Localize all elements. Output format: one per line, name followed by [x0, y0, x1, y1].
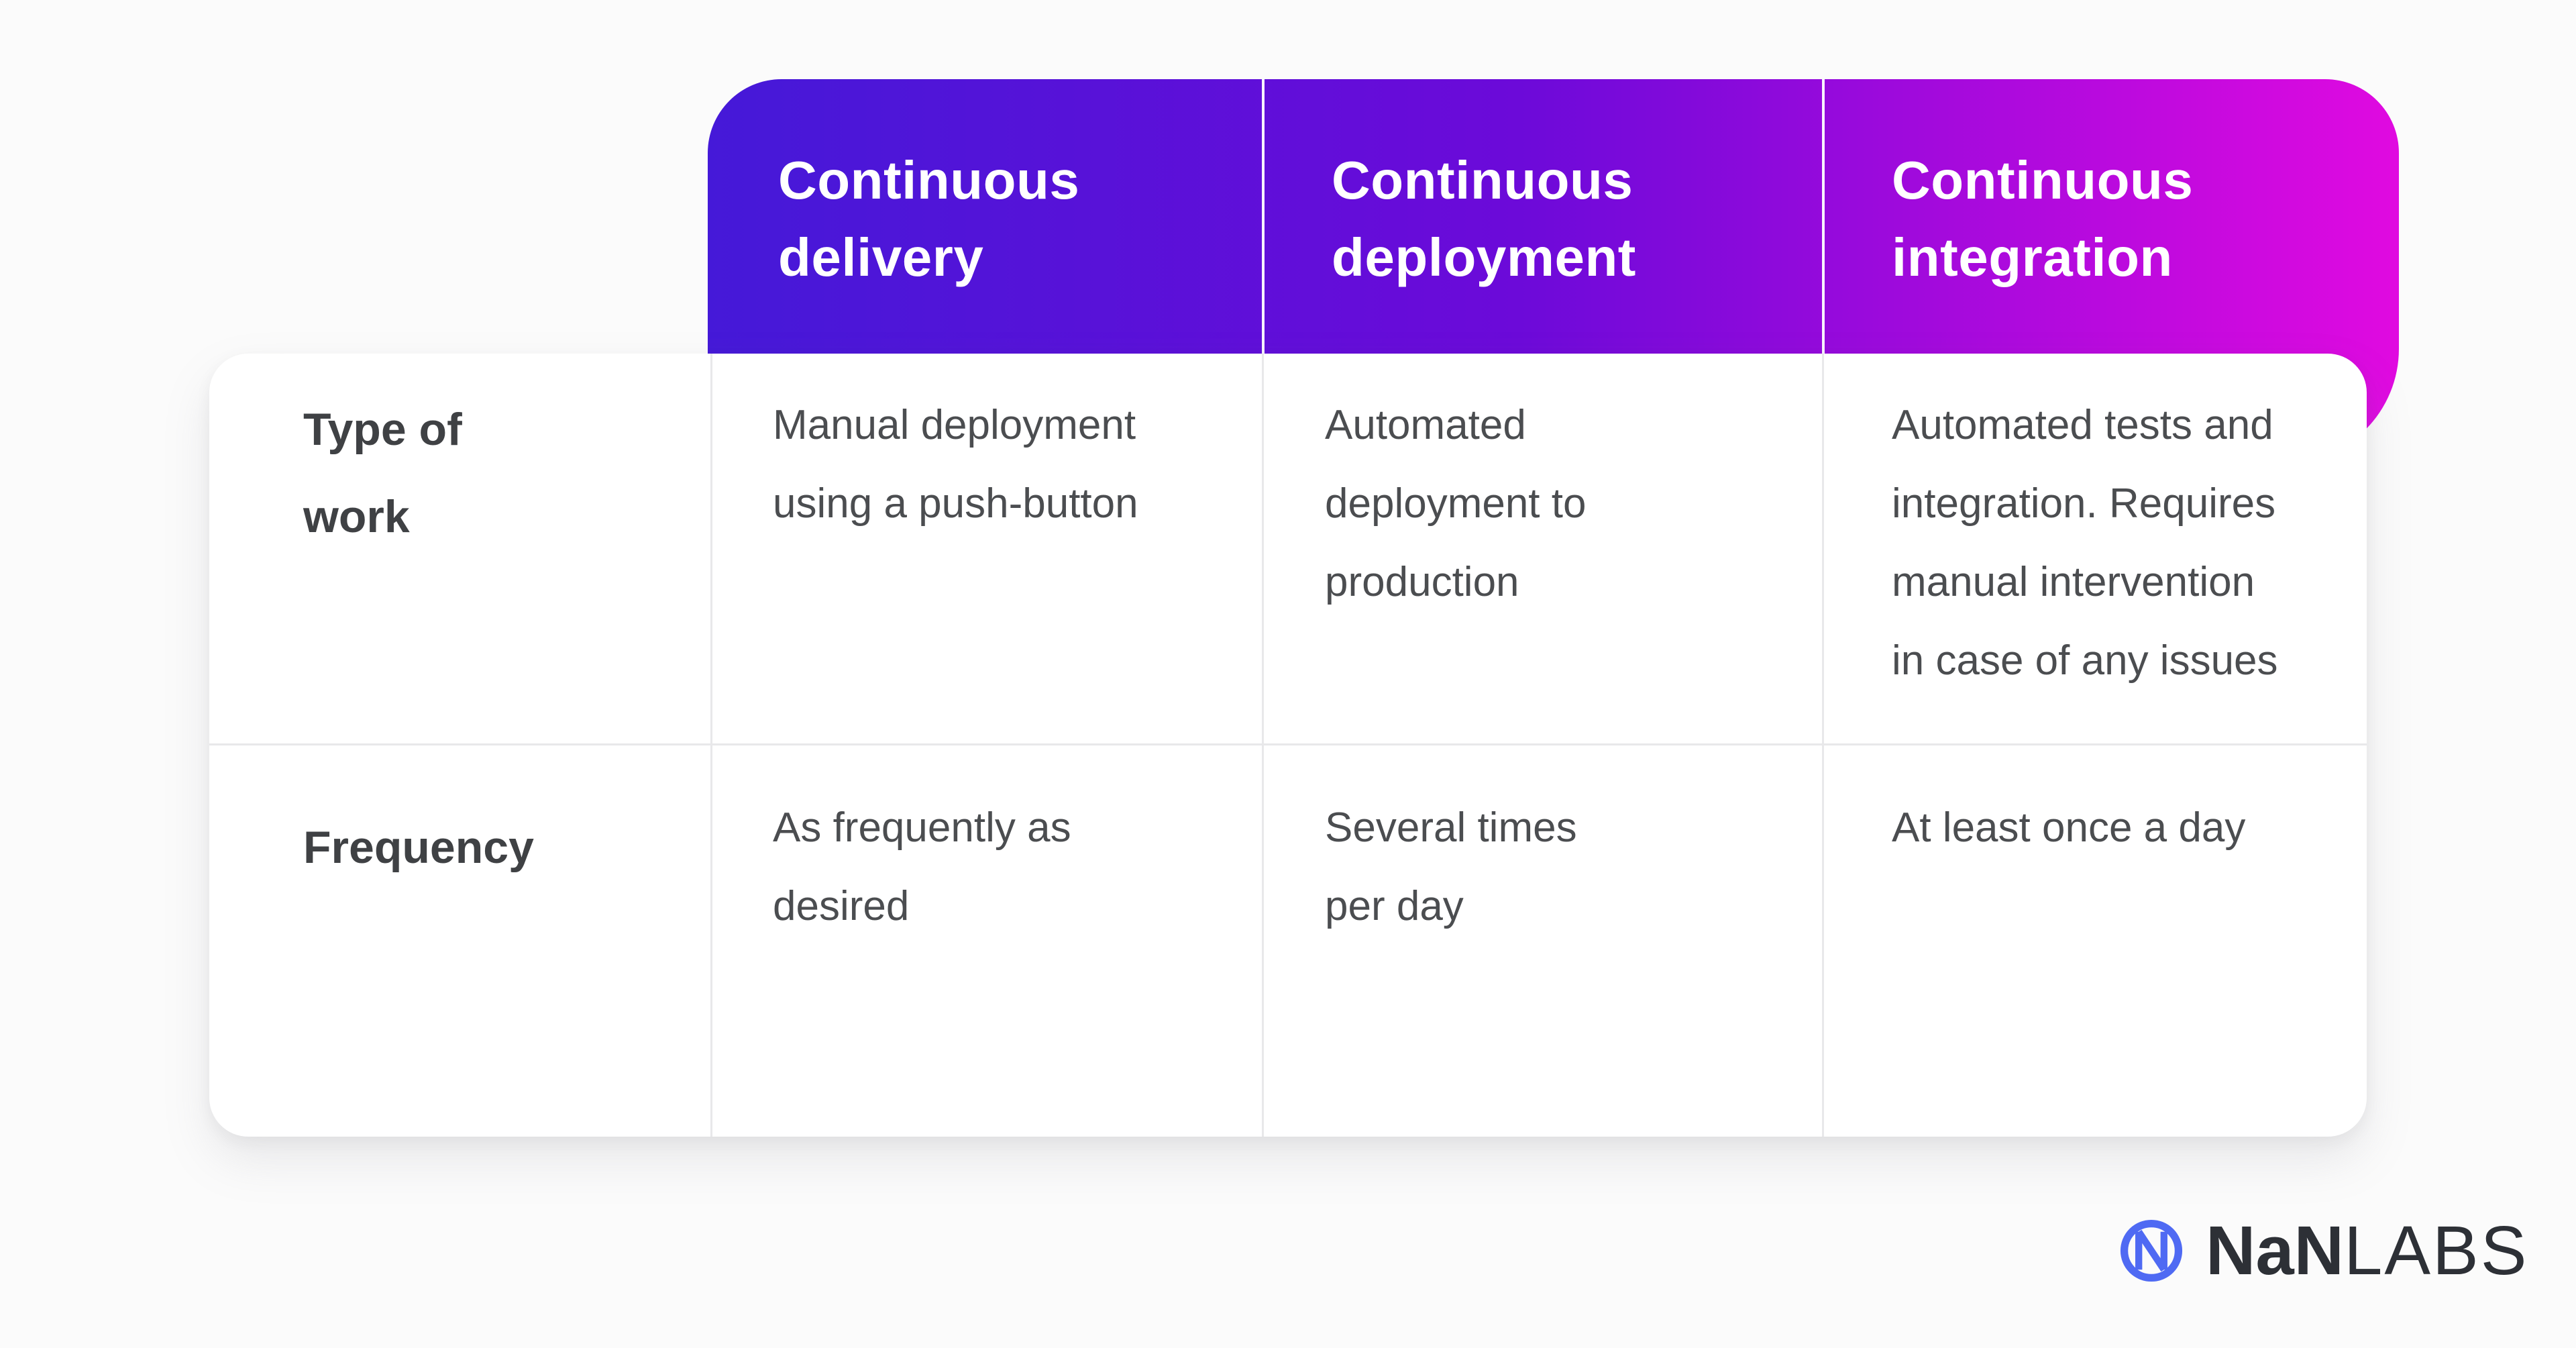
- row-label-frequency: Frequency: [303, 822, 534, 873]
- nan-circle-n-icon: [2120, 1219, 2183, 1282]
- cell-type-of-work-integration: Automated tests and integration. Require…: [1892, 402, 2278, 684]
- header-continuous-deployment: Continuous deployment: [1332, 150, 1636, 287]
- header-column-divider: [1262, 79, 1265, 354]
- cell-frequency-integration: At least once a day: [1892, 805, 2246, 851]
- header-continuous-integration: Continuous integration: [1892, 150, 2194, 287]
- cell-type-of-work-delivery: Manual deployment using a push-button: [773, 402, 1138, 527]
- table-body-card: Type of work Frequency Manual deployment…: [209, 354, 2367, 1137]
- nanlabs-logo: NaNLABS: [2120, 1216, 2528, 1285]
- header-continuous-delivery: Continuous delivery: [778, 150, 1080, 287]
- logo-text-nan: NaN: [2206, 1212, 2345, 1289]
- header-column-divider: [1822, 79, 1825, 354]
- nanlabs-logo-text: NaNLABS: [2206, 1216, 2528, 1285]
- row-label-type-of-work: Type of work: [303, 404, 462, 542]
- grid-row-divider: [209, 743, 2367, 745]
- cell-type-of-work-deployment: Automated deployment to production: [1325, 402, 1587, 605]
- cell-frequency-delivery: As frequently as desired: [773, 805, 1071, 929]
- logo-text-labs: LABS: [2344, 1212, 2529, 1289]
- cell-frequency-deployment: Several times per day: [1325, 805, 1577, 929]
